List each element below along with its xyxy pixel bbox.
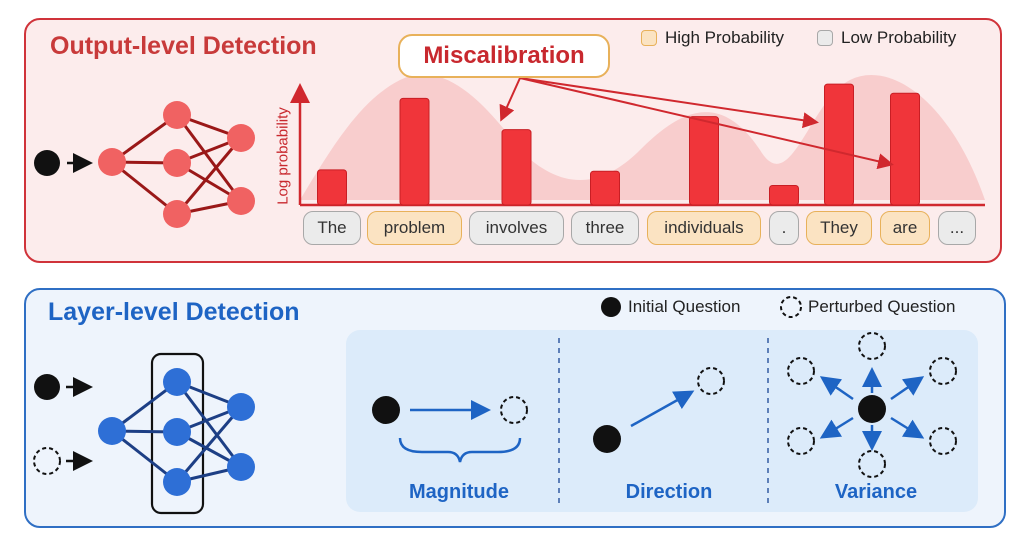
bar-6 [769, 185, 799, 206]
legend-initial-marker [601, 297, 621, 317]
bar-2 [399, 97, 430, 206]
blue-network-nodes [98, 368, 255, 496]
legend-initial-label: Initial Question [628, 297, 741, 316]
variance-diagram [787, 332, 957, 478]
miscalibration-label: Miscalibration [398, 34, 610, 78]
token-3: involves [469, 211, 564, 245]
legend-low-label: Low Probability [841, 28, 957, 47]
layer-level-title: Layer-level Detection [48, 298, 300, 326]
token-1: The [303, 211, 361, 245]
input-node-initial [34, 374, 60, 400]
token-6: . [769, 211, 799, 245]
token-8: are [880, 211, 930, 245]
highlighted-layer-box [150, 352, 205, 515]
miscalibration-arrows [499, 77, 894, 170]
legend-perturbed-marker [780, 296, 802, 318]
bar-3 [501, 129, 532, 206]
bars [317, 83, 920, 206]
magnitude-diagram [372, 396, 528, 463]
input-node-black [34, 150, 60, 176]
legend-low-swatch [817, 30, 833, 46]
legend-high-swatch [641, 30, 657, 46]
metric-variance-label: Variance [834, 481, 918, 503]
token-7: They [806, 211, 872, 245]
bar-8 [890, 92, 920, 206]
metric-magnitude-label: Magnitude [409, 481, 509, 503]
bar-5 [689, 116, 719, 206]
token-5: individuals [647, 211, 761, 245]
y-axis-label: Log probability [274, 107, 292, 205]
input-node-perturbed [33, 447, 61, 475]
probability-area [300, 74, 985, 200]
token-9: ... [938, 211, 976, 245]
token-4: three [571, 211, 639, 245]
bar-4 [590, 170, 620, 206]
legend-perturbed-label: Perturbed Question [808, 297, 956, 316]
legend-high-label: High Probability [665, 28, 785, 47]
direction-diagram [593, 367, 725, 453]
metric-direction-label: Direction [625, 481, 713, 503]
bar-7 [824, 83, 854, 206]
output-level-title: Output-level Detection [50, 32, 317, 60]
red-network-nodes [98, 101, 255, 228]
token-2: problem [367, 211, 462, 245]
bar-1 [317, 169, 347, 206]
